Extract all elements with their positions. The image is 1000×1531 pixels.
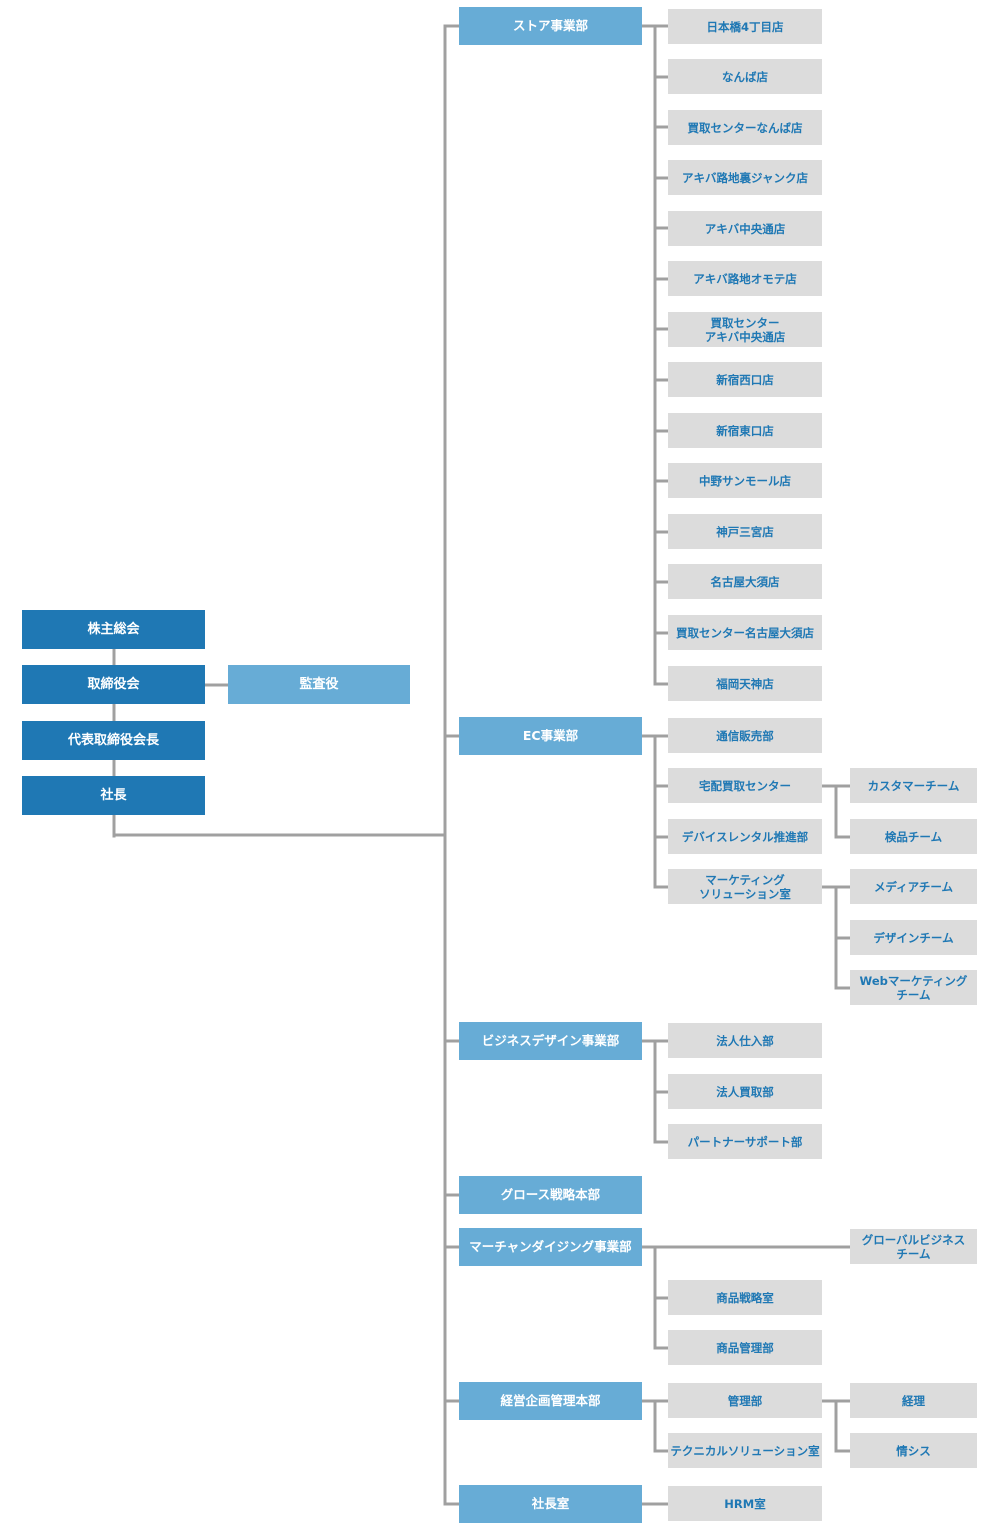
ec-unit: 宅配買取センター: [668, 768, 822, 803]
bizdesign-unit: パートナーサポート部: [668, 1124, 822, 1159]
ec-team: Webマーケティング チーム: [850, 970, 977, 1005]
store-unit: なんば店: [668, 59, 822, 94]
bizdesign-unit: 法人買取部: [668, 1074, 822, 1109]
bizdesign-unit: 法人仕入部: [668, 1023, 822, 1058]
office-unit: HRM室: [668, 1486, 822, 1521]
store-unit: 日本橋4丁目店: [668, 9, 822, 44]
mgmt-dept-box: 経営企画管理本部: [459, 1382, 642, 1420]
shareholders-meeting-box: 株主総会: [22, 610, 205, 649]
ec-team: 検品チーム: [850, 819, 977, 854]
store-unit: 福岡天神店: [668, 666, 822, 701]
store-unit: 名古屋大須店: [668, 564, 822, 599]
store-unit: アキバ中央通店: [668, 211, 822, 246]
ec-team: カスタマーチーム: [850, 768, 977, 803]
md-global-team: グローバルビジネス チーム: [850, 1229, 977, 1264]
store-unit: 新宿西口店: [668, 362, 822, 397]
office-dept-box: 社長室: [459, 1485, 642, 1523]
ec-unit: デバイスレンタル推進部: [668, 819, 822, 854]
store-unit: 新宿東口店: [668, 413, 822, 448]
mgmt-unit: 管理部: [668, 1383, 822, 1418]
store-unit: 買取センター名古屋大須店: [668, 615, 822, 650]
mgmt-team: 経理: [850, 1383, 977, 1418]
mgmt-team: 情シス: [850, 1433, 977, 1468]
store-dept-box: ストア事業部: [459, 7, 642, 45]
store-unit: アキバ路地裏ジャンク店: [668, 160, 822, 195]
store-unit: 買取センターなんば店: [668, 110, 822, 145]
md-unit: 商品管理部: [668, 1330, 822, 1365]
store-unit: 神戸三宮店: [668, 514, 822, 549]
ec-team: デザインチーム: [850, 920, 977, 955]
ec-team: メディアチーム: [850, 869, 977, 904]
bizdesign-dept-box: ビジネスデザイン事業部: [459, 1022, 642, 1060]
mgmt-unit: テクニカルソリューション室: [668, 1433, 822, 1468]
store-unit: 買取センター アキバ中央通店: [668, 312, 822, 347]
store-unit: 中野サンモール店: [668, 463, 822, 498]
ec-dept-box: EC事業部: [459, 717, 642, 755]
md-unit: 商品戦略室: [668, 1280, 822, 1315]
store-unit: アキバ路地オモテ店: [668, 261, 822, 296]
auditor-box: 監査役: [228, 665, 410, 704]
chairman-box: 代表取締役会長: [22, 721, 205, 760]
growth-dept-box: グロース戦略本部: [459, 1176, 642, 1214]
ec-unit: マーケティング ソリューション室: [668, 869, 822, 904]
md-dept-box: マーチャンダイジング事業部: [459, 1228, 642, 1266]
board-of-directors-box: 取締役会: [22, 665, 205, 704]
ec-unit: 通信販売部: [668, 718, 822, 753]
president-box: 社長: [22, 776, 205, 815]
